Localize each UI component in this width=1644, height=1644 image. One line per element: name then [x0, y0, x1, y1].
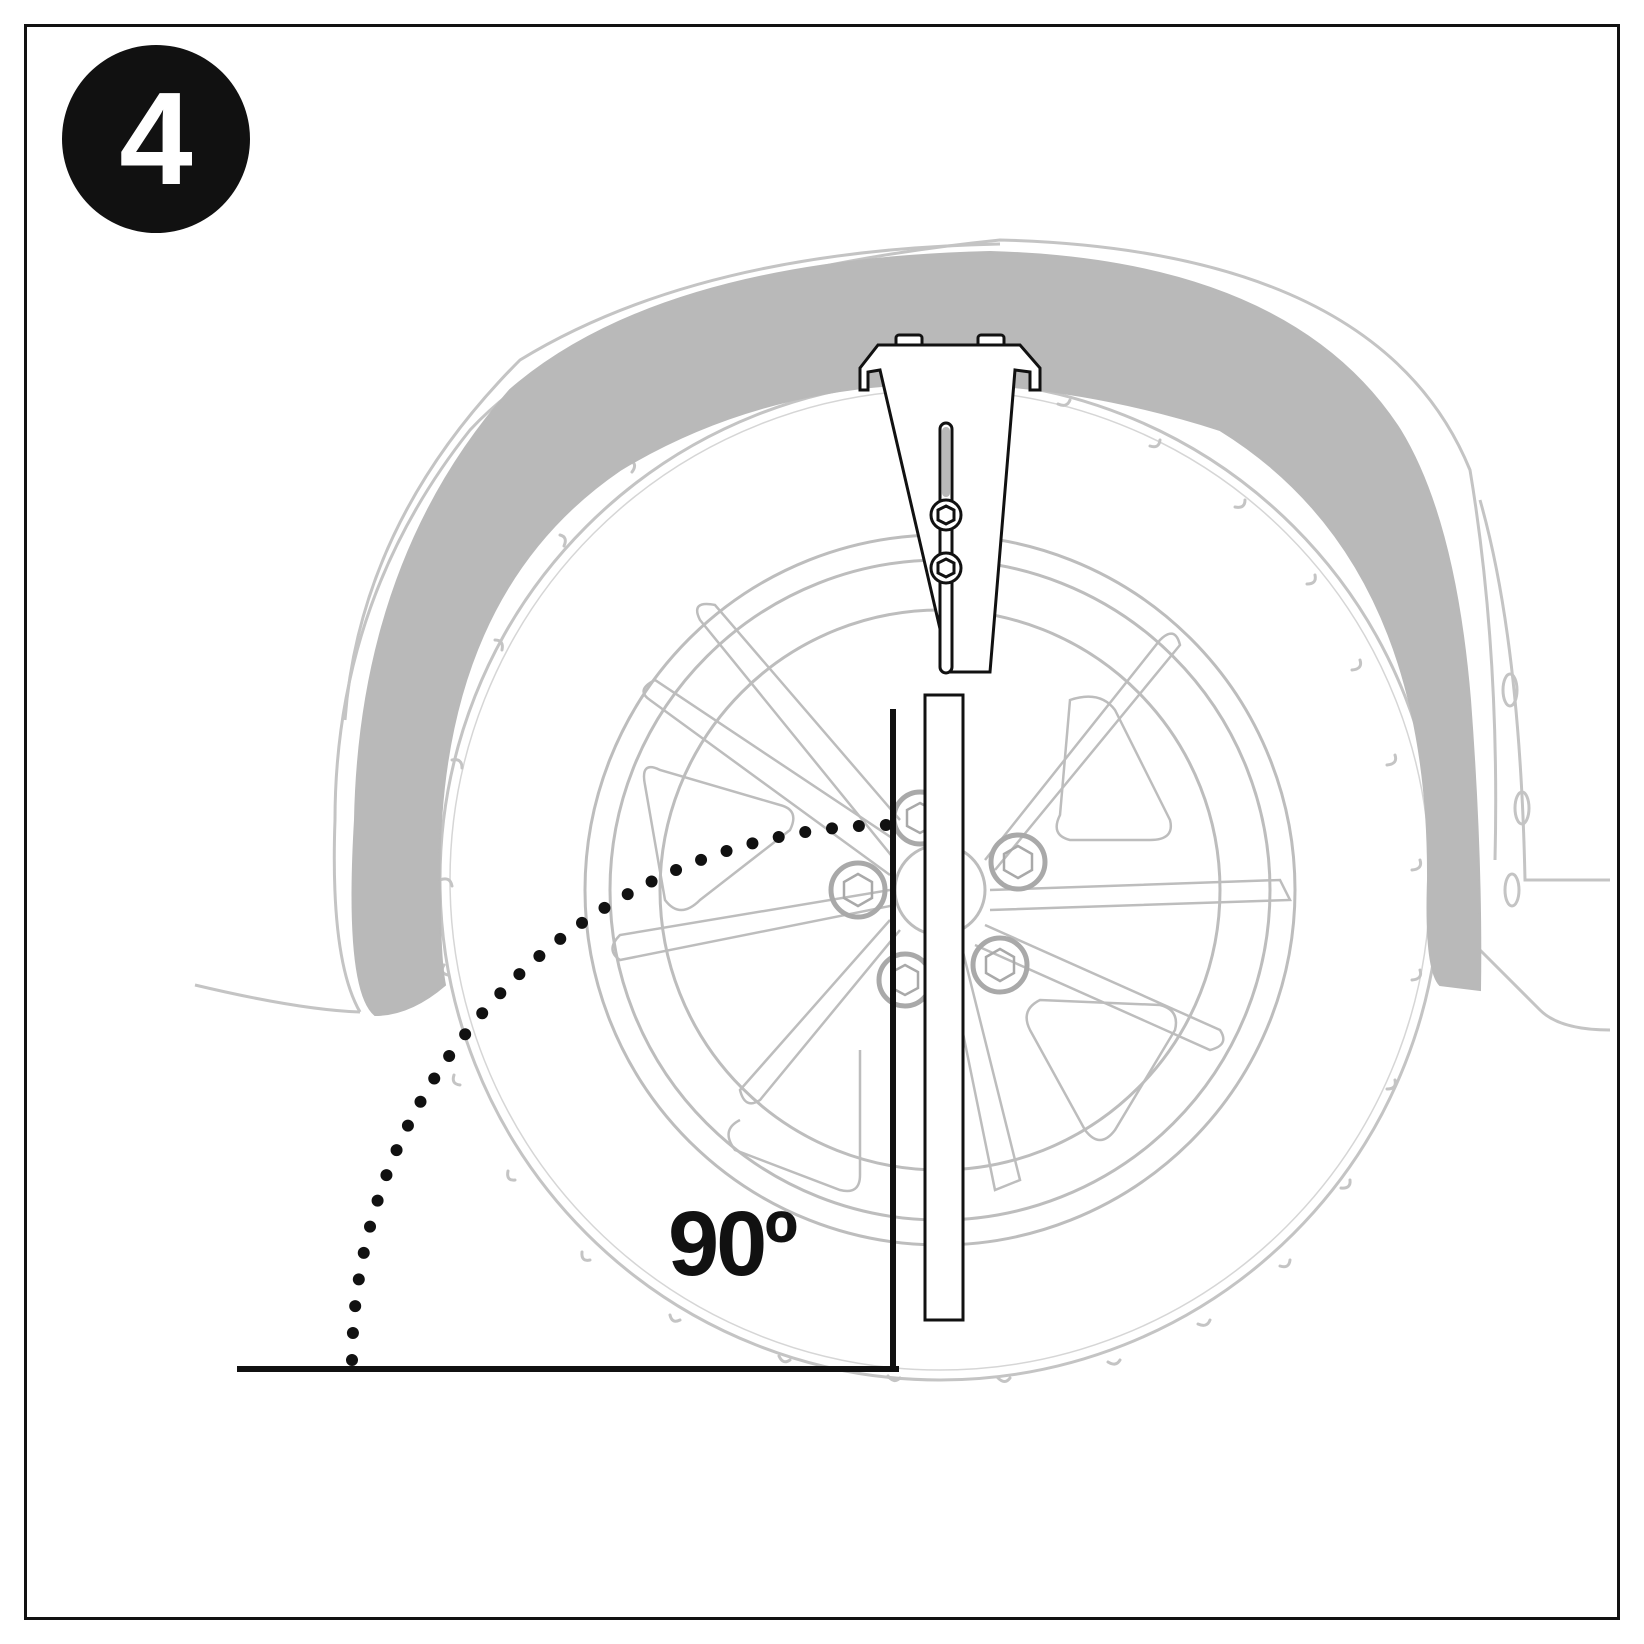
- lug-nut-icon: [876, 951, 934, 1009]
- mounting-bracket-tool: [858, 333, 1042, 1322]
- step-number: 4: [119, 65, 193, 212]
- lug-nut-icon: [828, 860, 888, 920]
- bracket-bolt-icon: [929, 498, 963, 532]
- lug-nut-icon: [988, 832, 1048, 892]
- bracket-bolt-icon: [929, 551, 963, 585]
- step-number-badge: 4: [62, 45, 250, 233]
- right-angle-lines: [237, 709, 899, 1372]
- fender-liner: [351, 250, 1482, 1017]
- lug-nut-icon: [970, 935, 1030, 995]
- rim-spokes: [611, 602, 1292, 1193]
- angle-label: 90º: [668, 1193, 798, 1295]
